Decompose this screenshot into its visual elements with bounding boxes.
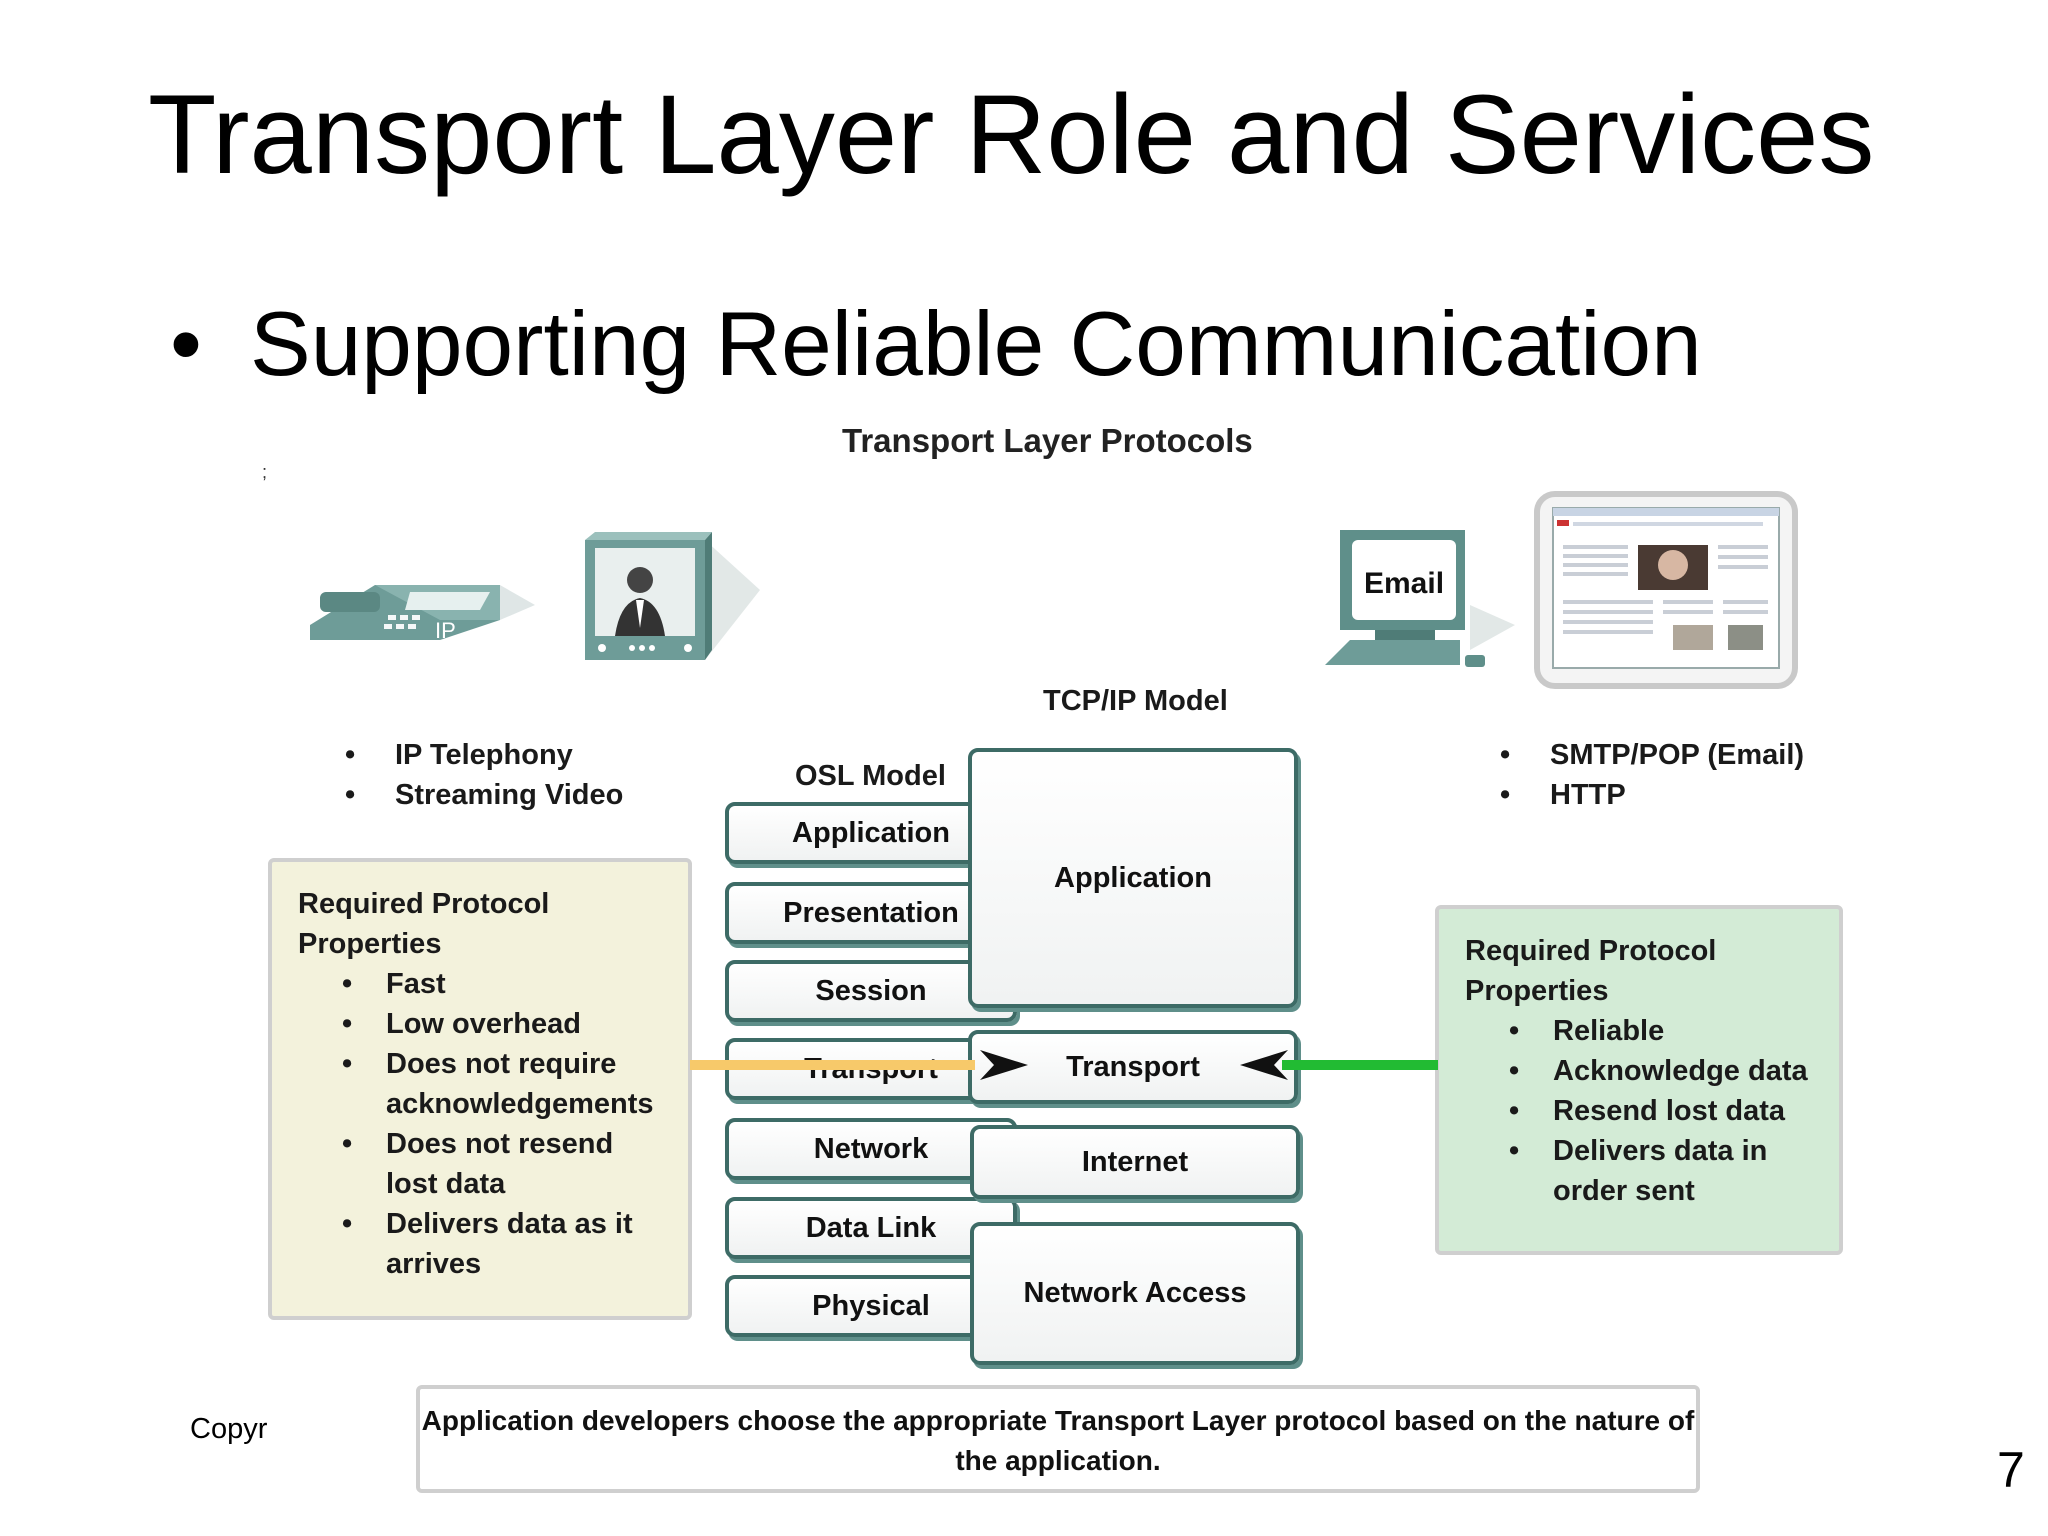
figure-title: Transport Layer Protocols: [842, 422, 1253, 459]
copyright-text: Copyr: [190, 1413, 268, 1445]
list-item: SMTP/POP (Email): [1500, 735, 1804, 775]
slide-title: Transport Layer Role and Services: [148, 72, 1875, 197]
udp-properties-box: Required Protocol Properties Fast Low ov…: [268, 858, 692, 1320]
left-app-list: IP Telephony Streaming Video: [345, 735, 623, 815]
list-item: Does not resend lost data: [342, 1124, 668, 1204]
list-item: Resend lost data: [1509, 1091, 1819, 1131]
list-item: Does not require acknowledgements: [342, 1044, 668, 1124]
tcp-properties-box: Required Protocol Properties Reliable Ac…: [1435, 905, 1843, 1255]
ip-phone-label: IP: [435, 618, 456, 643]
note-box: Application developers choose the approp…: [416, 1385, 1700, 1493]
tcp-arrow: [1240, 1050, 1438, 1080]
list-item: Reliable: [1509, 1011, 1819, 1051]
list-item: Delivers data as it arrives: [342, 1204, 668, 1284]
page-number: 7: [1997, 1442, 2025, 1498]
list-item: Low overhead: [342, 1004, 668, 1044]
email-icon-label: Email: [1364, 567, 1444, 600]
tcpip-layer-internet: Internet: [970, 1125, 1300, 1199]
tcp-arrow-shaft: [1282, 1060, 1438, 1070]
right-app-list: SMTP/POP (Email) HTTP: [1500, 735, 1804, 815]
list-item: Streaming Video: [345, 775, 623, 815]
osi-layer-data-link: Data Link: [725, 1197, 1017, 1259]
arrowhead-left-icon: [1240, 1050, 1288, 1080]
udp-arrow-shaft: [690, 1060, 975, 1070]
email-computer-icon: Email: [1325, 530, 1515, 667]
video-monitor-icon: [585, 532, 760, 660]
osi-model-label: OSL Model: [795, 760, 946, 792]
main-bullet-text: Supporting Reliable Communication: [250, 294, 1702, 395]
ip-phone-icon: IP: [310, 585, 535, 643]
tcpip-model-label: TCP/IP Model: [1043, 685, 1228, 717]
tcpip-layer-transport: Transport: [968, 1030, 1298, 1104]
tcp-properties-heading: Required Protocol Properties: [1465, 935, 1717, 1007]
web-browser-icon: [1534, 491, 1798, 689]
list-item: HTTP: [1500, 775, 1804, 815]
list-item: Acknowledge data: [1509, 1051, 1819, 1091]
stray-mark: ;: [262, 462, 268, 482]
osi-layer-physical: Physical: [725, 1275, 1017, 1337]
udp-arrow: [690, 1050, 1028, 1080]
list-item: Delivers data in order sent: [1509, 1131, 1819, 1211]
list-item: Fast: [342, 964, 668, 1004]
arrowhead-right-icon: [980, 1050, 1028, 1080]
list-item: IP Telephony: [345, 735, 623, 775]
udp-properties-heading: Required Protocol Properties: [298, 888, 550, 960]
tcpip-layer-application: Application: [968, 748, 1298, 1008]
tcpip-layer-network-access: Network Access: [970, 1222, 1300, 1365]
osi-layer-network: Network: [725, 1118, 1017, 1180]
main-bullet: •Supporting Reliable Communication: [170, 294, 1702, 395]
